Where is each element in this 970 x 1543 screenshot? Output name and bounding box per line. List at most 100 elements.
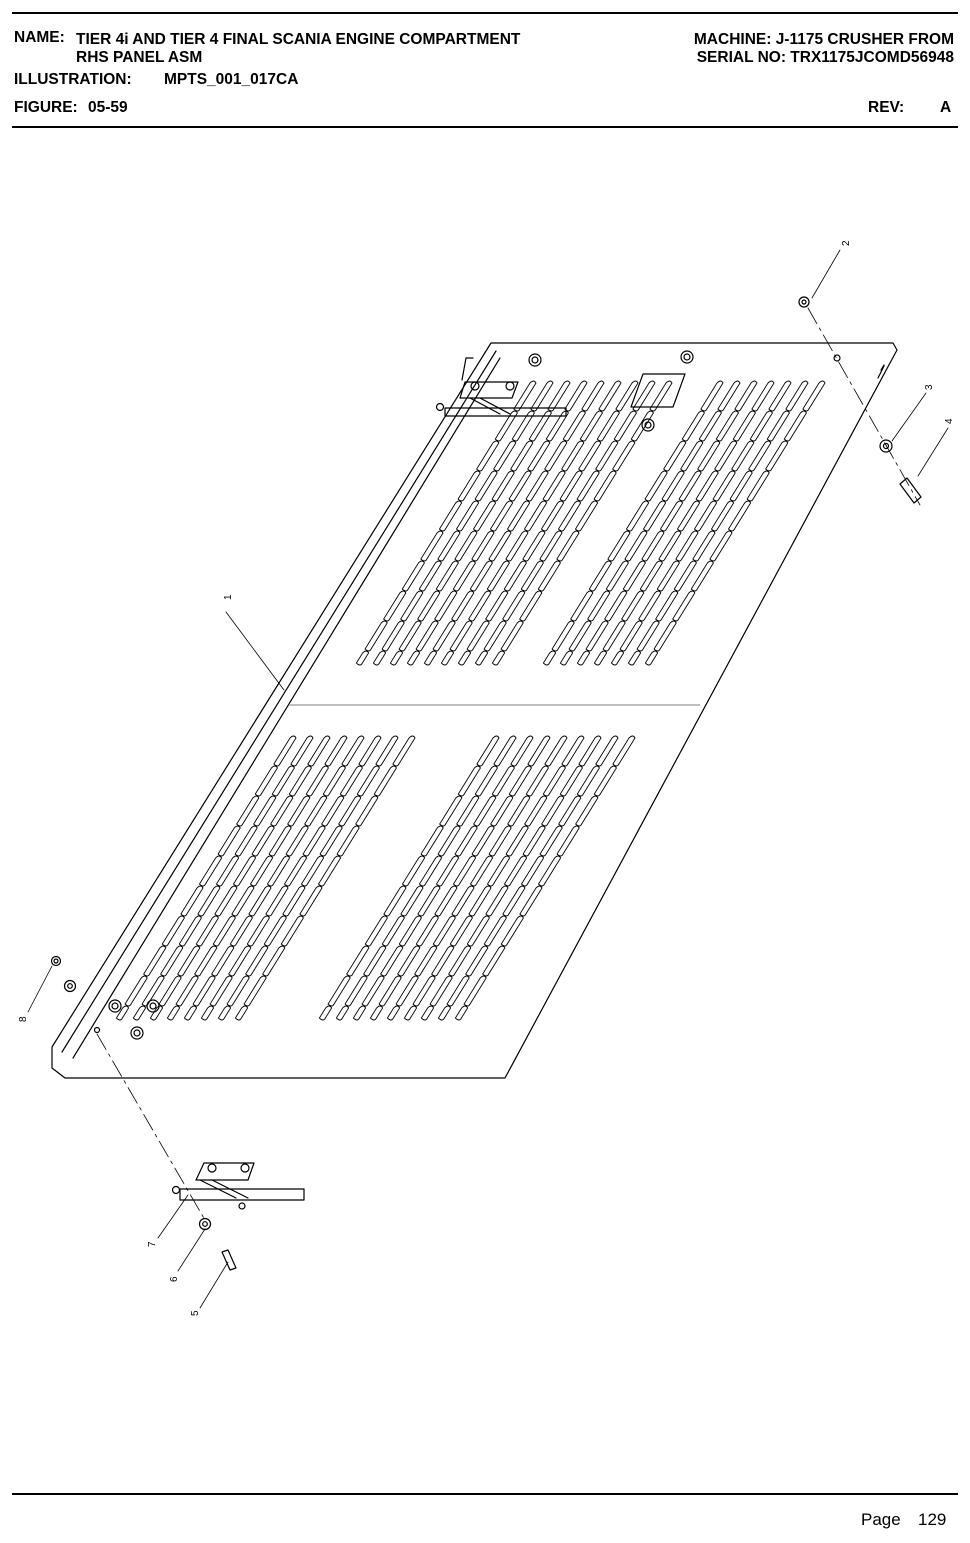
slot (183, 1005, 198, 1021)
slot (457, 650, 472, 666)
slot (448, 945, 472, 977)
slot (500, 620, 524, 652)
slot (369, 1005, 384, 1021)
slot (431, 945, 455, 977)
slot (656, 560, 680, 592)
slot (523, 500, 548, 532)
slot (300, 855, 325, 887)
slot (305, 765, 329, 797)
slot (457, 765, 481, 797)
slot (519, 590, 543, 622)
slot (383, 885, 407, 917)
callout-1: 1 (223, 594, 234, 600)
slot (177, 945, 201, 977)
slot (344, 975, 368, 1007)
slot (488, 530, 512, 562)
slot (712, 470, 736, 502)
slot (432, 915, 456, 947)
slot (406, 650, 421, 666)
slot (508, 470, 532, 502)
slot (488, 825, 512, 857)
slot (588, 560, 612, 592)
callout-7: 7 (147, 1241, 158, 1247)
slot (352, 1005, 367, 1021)
hardware (50, 296, 922, 1271)
slot (627, 650, 642, 666)
slot (544, 440, 568, 472)
slot (452, 560, 476, 592)
slot (486, 855, 511, 887)
slot (612, 735, 636, 767)
slot (356, 765, 380, 797)
exploded-parts-drawing: 1 2 3 4 5 6 7 8 (18, 240, 955, 1316)
slot (217, 1005, 232, 1021)
slot (262, 945, 286, 977)
slot (232, 855, 257, 887)
slot (576, 650, 591, 666)
slot (386, 1005, 401, 1021)
slot (680, 440, 704, 472)
slot (612, 440, 636, 472)
slot (570, 590, 594, 622)
slot (268, 825, 292, 857)
slot (414, 945, 438, 977)
slot (610, 650, 625, 666)
slot (466, 915, 490, 947)
slot (417, 590, 441, 622)
slot (381, 915, 405, 947)
slot (280, 915, 304, 947)
slot (766, 410, 790, 442)
slot (463, 975, 487, 1007)
slot (508, 765, 532, 797)
serial-text: SERIAL NO: TRX1175JCOMD56948 (696, 49, 954, 66)
slot (454, 530, 478, 562)
slot (644, 650, 659, 666)
machine-text: MACHINE: J-1175 CRUSHER FROM (693, 31, 954, 48)
slot (559, 650, 574, 666)
slot (751, 380, 775, 412)
slot (321, 795, 345, 827)
slot (395, 975, 419, 1007)
slot (248, 885, 272, 917)
slot (522, 825, 546, 857)
slot (373, 765, 397, 797)
page-label: Page (861, 1510, 901, 1529)
slot (245, 945, 269, 977)
slot (161, 915, 185, 947)
slot (339, 765, 363, 797)
slot (503, 855, 528, 887)
slot (489, 500, 514, 532)
slot (593, 470, 617, 502)
slot (364, 620, 388, 652)
slot (465, 945, 489, 977)
slot (527, 735, 551, 767)
slot (604, 590, 628, 622)
slot (655, 590, 679, 622)
slot (510, 440, 534, 472)
slot (158, 975, 182, 1007)
slot (676, 500, 701, 532)
slot (299, 885, 323, 917)
slot (485, 590, 509, 622)
slot (434, 590, 458, 622)
slot (697, 440, 721, 472)
slot (522, 530, 546, 562)
slot (579, 410, 603, 442)
slot (212, 915, 236, 947)
slot (513, 380, 537, 412)
slot (765, 440, 789, 472)
slot (435, 560, 459, 592)
slot (525, 765, 549, 797)
slot (615, 380, 639, 412)
slot (624, 530, 648, 562)
slot (446, 975, 470, 1007)
callout-5: 5 (190, 1310, 201, 1316)
slot (542, 650, 557, 666)
slot (505, 825, 529, 857)
lower-hinge (171, 1162, 305, 1210)
rev-value: A (940, 99, 952, 116)
slot (228, 945, 252, 977)
slot (454, 1005, 469, 1021)
slot (673, 560, 697, 592)
slot (254, 765, 278, 797)
